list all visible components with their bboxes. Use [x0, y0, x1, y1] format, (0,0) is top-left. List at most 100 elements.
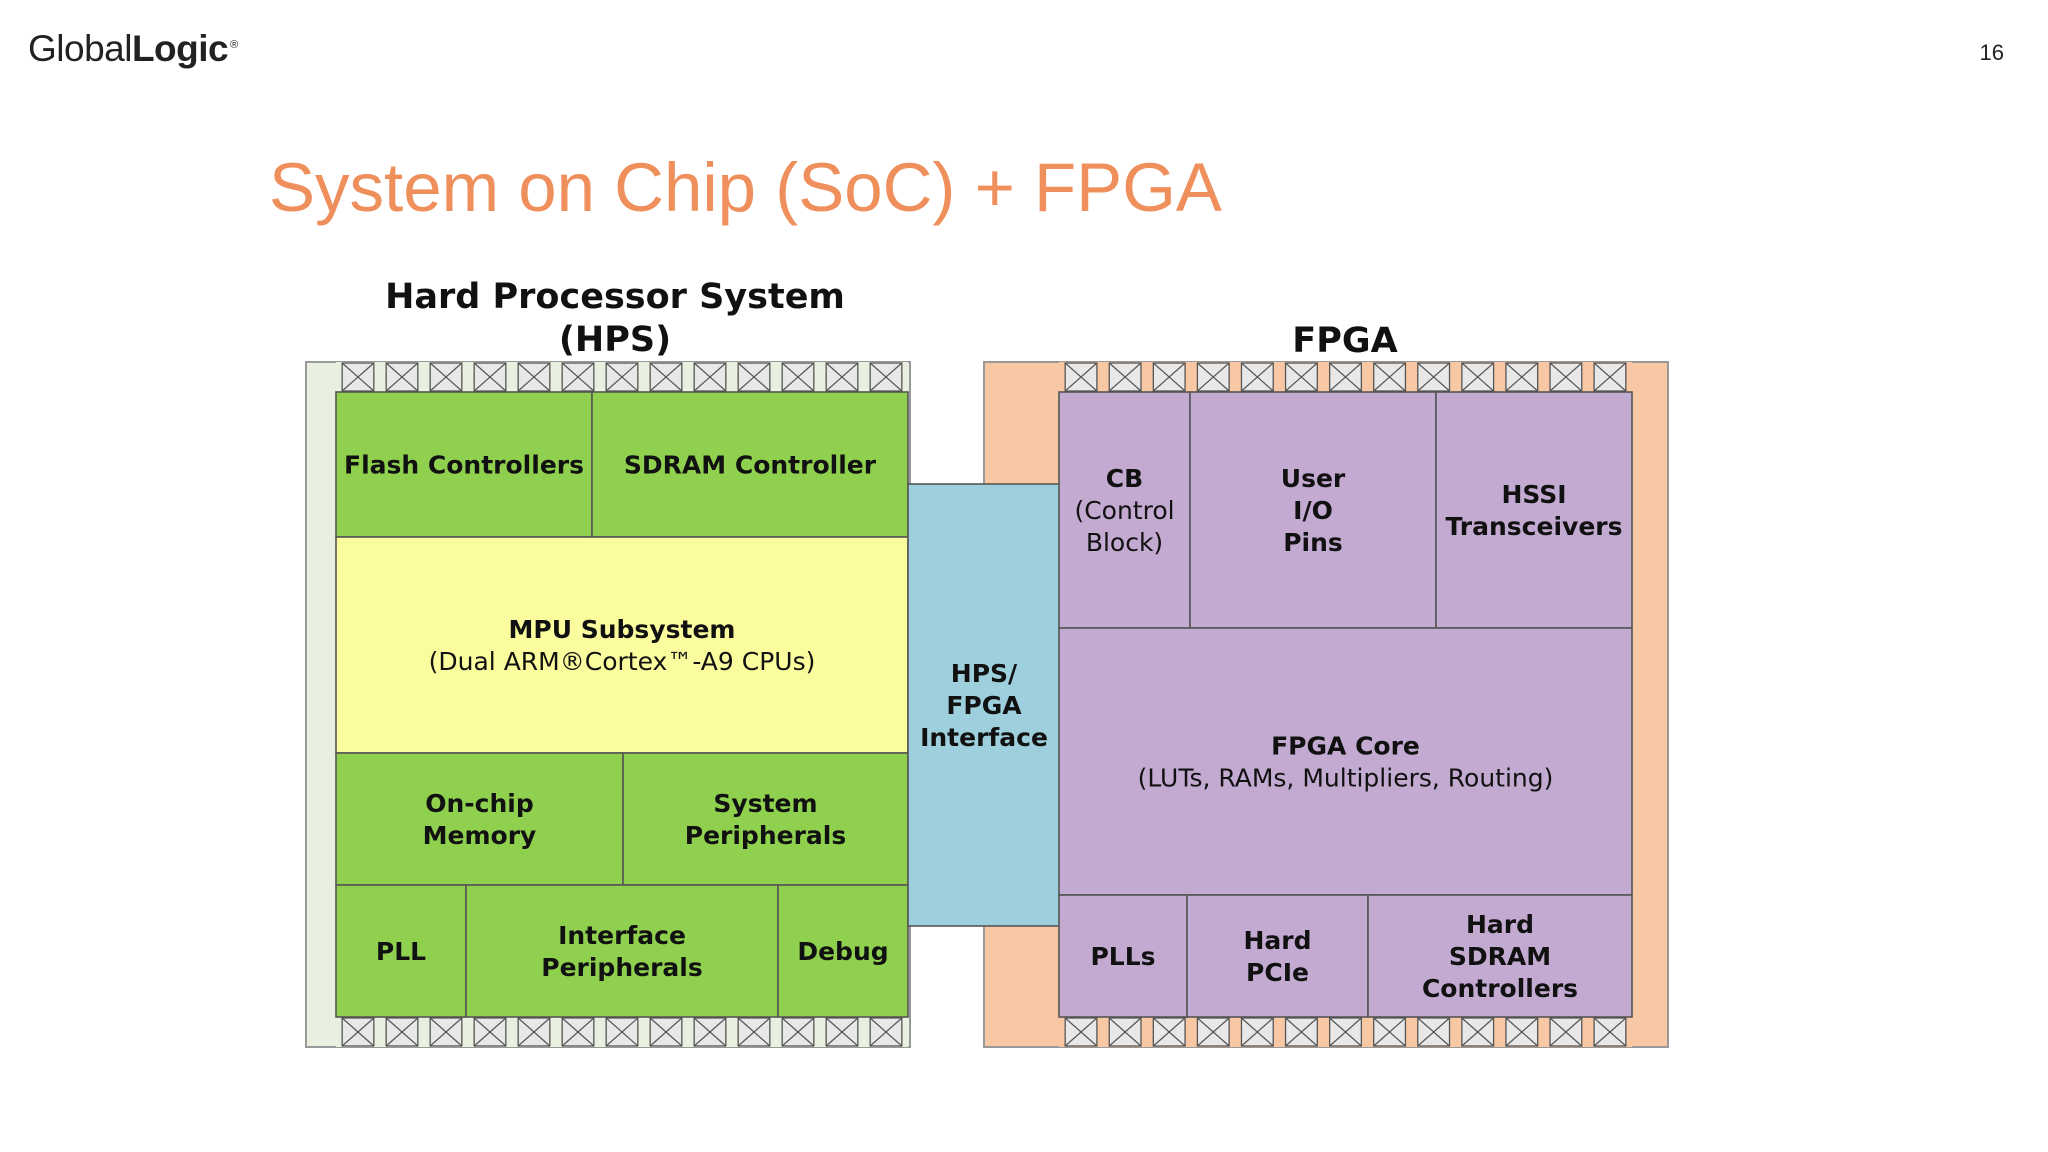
hssi-label-line: HSSI — [1501, 480, 1566, 509]
hps-io-pad — [644, 362, 688, 392]
fpga-io-pad — [1147, 362, 1192, 392]
mpu-label-line: (Dual ARM®Cortex™-A9 CPUs) — [429, 647, 816, 676]
userio-label-line: Pins — [1283, 528, 1343, 557]
sdram-label-line: SDRAM Controller — [624, 451, 877, 480]
sysperiph-label-line: System — [713, 789, 817, 818]
plls-block-rect — [1058, 894, 1188, 1018]
flash-label-line: Flash Controllers — [344, 451, 584, 480]
hps-io-pad — [732, 1017, 776, 1047]
fpga-io-pad — [1279, 362, 1324, 392]
sysperiph-label-line: Peripherals — [685, 821, 846, 850]
hps-io-pad — [336, 362, 380, 392]
hps-io-pad — [820, 1017, 864, 1047]
slide-title: System on Chip (SoC) + FPGA — [269, 149, 1222, 226]
hps-io-pad — [468, 1017, 512, 1047]
cb-label-line: Block) — [1086, 528, 1163, 557]
hps-io-pad — [688, 1017, 732, 1047]
hardsdram-block-rect — [1367, 894, 1633, 1018]
fpga-io-pad — [1543, 362, 1588, 392]
hps-io-pad — [380, 1017, 424, 1047]
pcie-label-line: PCIe — [1246, 958, 1309, 987]
hardsdram-label-line: Controllers — [1422, 974, 1578, 1003]
fpga-io-pad — [1411, 1017, 1456, 1047]
hps-heading-line2: (HPS) — [559, 320, 671, 360]
hps-io-pad — [864, 1017, 908, 1047]
interface-label-line: Interface — [920, 723, 1048, 752]
hssi-block-rect — [1435, 391, 1633, 629]
fpga-io-pad — [1455, 362, 1500, 392]
sdram-block-rect — [591, 391, 909, 538]
fpga-io-pad — [1455, 1017, 1500, 1047]
globallogic-logo: GlobalLogic® — [28, 28, 238, 70]
userio-label-line: User — [1281, 464, 1346, 493]
fpga-core-block: FPGA Core(LUTs, RAMs, Multipliers, Routi… — [1058, 627, 1633, 896]
fpga-io-pad — [1587, 1017, 1632, 1047]
fpga-io-pad — [1059, 1017, 1104, 1047]
plls-block: PLLs — [1058, 894, 1188, 1018]
fpga-io-pad — [1191, 1017, 1236, 1047]
page-number: 16 — [1979, 40, 2004, 65]
hps-io-pad — [424, 362, 468, 392]
hps-io-pad — [776, 1017, 820, 1047]
mpu-label-line: MPU Subsystem — [509, 615, 736, 644]
plls-label-line: PLLs — [1090, 942, 1155, 971]
cb-block-rect — [1058, 391, 1191, 629]
hps-io-pad — [644, 1017, 688, 1047]
onchip-block-rect — [335, 752, 624, 886]
sdram-controller-block: SDRAM Controller — [591, 391, 909, 538]
fpga-io-pad — [1367, 362, 1412, 392]
fpga-io-pad — [1367, 1017, 1412, 1047]
hps-io-pad — [864, 362, 908, 392]
hps-io-pad — [556, 362, 600, 392]
pll-block-rect — [335, 884, 467, 1018]
ifperiph-label-line: Interface — [558, 921, 686, 950]
onchip-label-line: On-chip — [425, 789, 534, 818]
debug-block: Debug — [777, 884, 909, 1018]
fpga-io-pad — [1191, 362, 1236, 392]
fpga-io-pad — [1147, 1017, 1192, 1047]
fpga-io-pad — [1279, 1017, 1324, 1047]
debug-label-line: Debug — [797, 937, 888, 966]
hps-io-pad — [600, 1017, 644, 1047]
hps-io-pad — [512, 1017, 556, 1047]
cb-label-line: CB — [1106, 464, 1143, 493]
hps-io-pad — [424, 1017, 468, 1047]
fpga-io-pad — [1235, 1017, 1280, 1047]
hssi-label-line: Transceivers — [1446, 512, 1623, 541]
diagram-blocks: Flash Controllers SDRAM Controller MPU S… — [335, 391, 1633, 1018]
fpga-io-pad — [1411, 362, 1456, 392]
hps-io-pad — [600, 362, 644, 392]
interface-label-line: HPS/ — [951, 659, 1018, 688]
fpga-io-pad — [1235, 362, 1280, 392]
fpga-io-pad — [1059, 362, 1104, 392]
pll-label-line: PLL — [376, 937, 426, 966]
sysperiph-block-rect — [622, 752, 909, 886]
pcie-label-line: Hard — [1243, 926, 1311, 955]
fpga-io-pad — [1543, 1017, 1588, 1047]
hps-io-pad — [512, 362, 556, 392]
fpga-io-pad — [1499, 362, 1544, 392]
hssi-transceivers-block: HSSI Transceivers — [1435, 391, 1633, 629]
onchip-label-line: Memory — [423, 821, 537, 850]
flash-block-rect — [335, 391, 593, 538]
fpga-io-pad — [1103, 1017, 1148, 1047]
fpga-io-pad — [1323, 362, 1368, 392]
cb-label-line: (Control — [1074, 496, 1174, 525]
pcie-block-rect — [1186, 894, 1369, 1018]
fpga-io-pad — [1587, 362, 1632, 392]
mpu-block-rect — [335, 536, 909, 754]
hps-io-pad — [732, 362, 776, 392]
hps-io-pad — [776, 362, 820, 392]
interface-label-line: FPGA — [946, 691, 1022, 720]
hps-io-pad — [688, 362, 732, 392]
hps-fpga-interface-block: HPS/FPGA Interface — [907, 483, 1061, 927]
hps-io-pad — [380, 362, 424, 392]
